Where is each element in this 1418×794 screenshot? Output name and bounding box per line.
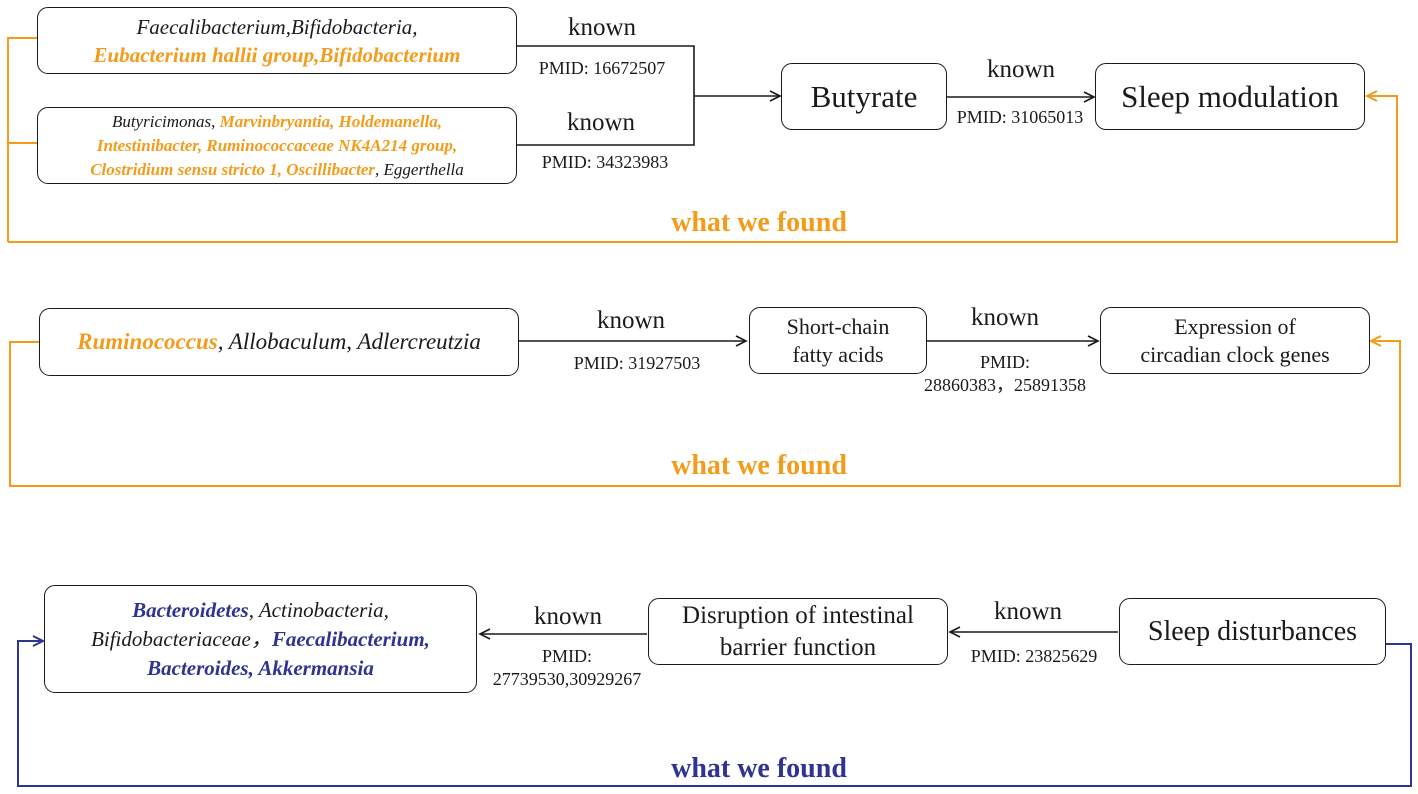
- p3-line-2: Bifidobacteriaceae，Faecalibacterium,: [91, 625, 430, 654]
- p1-connector-top: [517, 45, 695, 96]
- p3-taxa-text: Bacteroidetes, Actinobacteria,Bifidobact…: [91, 596, 430, 683]
- p1-top-line-2: Eubacterium hallii group,Bifidobacterium: [94, 41, 461, 69]
- p1-pmid-label-mid: PMID: 31065013: [956, 107, 1084, 127]
- p2-pmid-label-2: PMID: 28860383，25891358: [924, 351, 1086, 397]
- p3-taxon-segment: Bacteroidetes: [132, 597, 249, 622]
- p1-found-arrow: [8, 90, 1398, 243]
- p3-node-barrier-disruption: Disruption of intestinal barrier functio…: [648, 598, 948, 665]
- p1-known-label-mid: known: [986, 56, 1056, 83]
- p1-bottom-taxon-segment: Butyricimonas,: [111, 111, 220, 131]
- p1-taxa-top-text: Faecalibacterium,Bifidobacteria, Eubacter…: [94, 13, 461, 69]
- p1-taxa-box-top: Faecalibacterium,Bifidobacteria, Eubacter…: [37, 7, 517, 74]
- p1-pmid-label-top: PMID: 16672507: [538, 58, 666, 78]
- p2-what-we-found-label: what we found: [671, 450, 847, 481]
- p1-top-taxon-segment: Eubacterium hallii group,Bifidobacterium: [93, 42, 461, 67]
- p1-taxa-box-bottom: Butyricimonas, Marvinbryantia, Holdemane…: [37, 107, 517, 184]
- p2-node-clock-line2: circadian clock genes: [1140, 341, 1330, 367]
- p2-known-label-1: known: [596, 307, 666, 334]
- p3-node-sleep-disturbances-text: Sleep disturbances: [1147, 615, 1358, 647]
- p2-found-arrow: [9, 335, 1401, 487]
- p1-known-label-bottom: known: [566, 109, 636, 136]
- p3-taxa-box: Bacteroidetes, Actinobacteria,Bifidobact…: [44, 585, 477, 693]
- p1-node-butyrate-text: Butyrate: [810, 78, 918, 114]
- p2-node-clock-line1: Expression of: [1174, 313, 1296, 339]
- p1-bottom-taxon-segment: Marvinbryantia, Holdemanella,: [219, 111, 443, 131]
- p2-taxon-segment: Ruminococcus: [77, 329, 218, 354]
- p3-pmid-label-1-line1: PMID:: [541, 646, 592, 666]
- p2-pmid-label-1: PMID: 31927503: [573, 353, 701, 373]
- p1-bottom-line-3: Clostridium sensu stricto 1, Oscillibact…: [90, 158, 464, 182]
- p2-taxon-segment: , Allobaculum, Adlercreutzia: [217, 329, 481, 354]
- p2-node-scfa-line1: Short-chain: [786, 313, 890, 339]
- p1-found-bracket: [7, 37, 38, 242]
- p2-taxa-text: Ruminococcus, Allobaculum, Adlercreutzia: [77, 327, 481, 357]
- p1-top-line-1: Faecalibacterium,Bifidobacteria,: [94, 13, 461, 41]
- p1-node-butyrate: Butyrate: [781, 63, 947, 130]
- p2-node-circadian-clock: Expression of circadian clock genes: [1100, 307, 1370, 374]
- p2-node-scfa: Short-chain fatty acids: [749, 307, 927, 374]
- p3-known-label-2: known: [993, 598, 1063, 625]
- p3-pmid-label-1-line2: 27739530,30929267: [492, 669, 642, 689]
- p1-top-taxon-segment: Faecalibacterium,Bifidobacteria,: [136, 14, 418, 39]
- p3-found-arrow: [17, 635, 1412, 787]
- p3-known-label-1: known: [533, 603, 603, 630]
- p3-node-barrier-line2: barrier function: [719, 633, 877, 661]
- p2-pmid-label-2-line1: PMID:: [979, 352, 1030, 372]
- p3-taxon-segment: Bifidobacteriaceae，: [91, 626, 272, 651]
- p1-bottom-taxon-segment: , Eggerthella: [375, 159, 464, 179]
- p3-pmid-label-1: PMID: 27739530,30929267: [493, 645, 642, 691]
- p3-node-sleep-disturbances: Sleep disturbances: [1119, 598, 1386, 665]
- p1-pmid-label-bottom: PMID: 34323983: [541, 152, 669, 172]
- p2-line-1: Ruminococcus, Allobaculum, Adlercreutzia: [77, 327, 481, 357]
- p3-pmid-label-2: PMID: 23825629: [970, 646, 1098, 666]
- p3-taxon-segment: , Actinobacteria,: [248, 597, 389, 622]
- p3-taxon-segment: Faecalibacterium,: [271, 626, 430, 651]
- p2-known-label-2: known: [970, 304, 1040, 331]
- p1-node-sleep-modulation-text: Sleep modulation: [1121, 78, 1339, 114]
- p3-node-barrier-line1: Disruption of intestinal: [682, 601, 914, 629]
- p3-taxon-segment: Bacteroides, Akkermansia: [147, 655, 374, 680]
- p1-bottom-line-2: Intestinibacter, Ruminococcaceae NK4A214…: [90, 134, 464, 158]
- p1-known-label-top: known: [567, 14, 637, 41]
- p3-what-we-found-label: what we found: [671, 753, 847, 784]
- p1-bottom-line-1: Butyricimonas, Marvinbryantia, Holdemane…: [90, 110, 464, 134]
- p2-pmid-label-2-line2: 28860383，25891358: [924, 375, 1086, 395]
- p3-line-1: Bacteroidetes, Actinobacteria,: [91, 596, 430, 625]
- p1-what-we-found-label: what we found: [671, 207, 847, 238]
- p1-node-sleep-modulation: Sleep modulation: [1095, 63, 1365, 130]
- p2-taxa-box: Ruminococcus, Allobaculum, Adlercreutzia: [39, 308, 519, 376]
- p1-bottom-taxon-segment: Intestinibacter, Ruminococcaceae NK4A214…: [96, 135, 458, 155]
- p1-connector-bottom: [517, 96, 695, 146]
- p1-bottom-taxon-segment: Clostridium sensu stricto 1, Oscillibact…: [90, 159, 376, 179]
- p2-node-scfa-line2: fatty acids: [792, 341, 884, 367]
- p3-line-3: Bacteroides, Akkermansia: [91, 654, 430, 683]
- p1-taxa-bottom-text: Butyricimonas, Marvinbryantia, Holdemane…: [90, 110, 464, 182]
